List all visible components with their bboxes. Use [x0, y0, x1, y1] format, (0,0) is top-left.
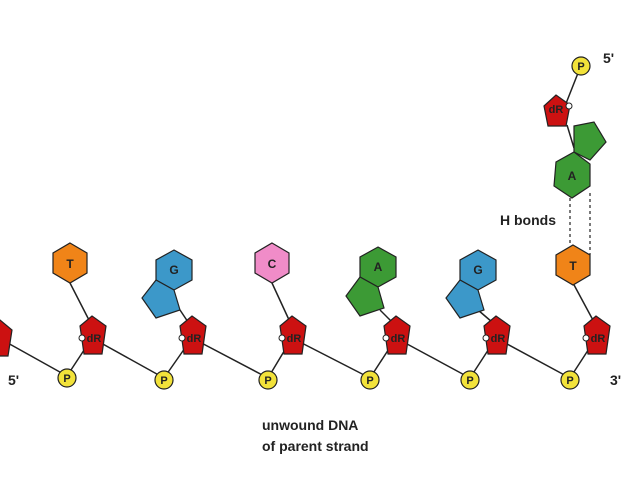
bases-group: T G C A G T — [52, 121, 607, 319]
phosphate-label: P — [366, 375, 373, 387]
deoxyribose-3: dR — [278, 315, 307, 355]
caption-line-1: unwound DNA — [262, 417, 358, 433]
base-t-2: T — [555, 244, 591, 286]
deoxyribose-new-strand: dR — [543, 94, 573, 127]
phosphate-label: P — [566, 375, 573, 387]
phosphate-4: P — [360, 370, 380, 390]
phosphate-5: P — [460, 370, 480, 390]
base-g-1: G — [141, 249, 193, 319]
h-bonds-label: H bonds — [500, 212, 556, 228]
deoxyribose-group: dR dR dR dR dR dR — [78, 94, 611, 355]
phosphate-group: P P P P P P P — [57, 56, 591, 390]
deoxyribose-label: dR — [391, 333, 406, 345]
phosphate-label: P — [63, 373, 70, 385]
base-label: G — [473, 263, 482, 277]
phosphate-label: P — [264, 375, 271, 387]
phosphate-3: P — [258, 370, 278, 390]
base-g-2: G — [445, 249, 497, 319]
phosphate-new-strand: P — [571, 56, 591, 76]
base-a-1: A — [345, 246, 397, 317]
deoxyribose-label: dR — [87, 333, 102, 345]
five-prime-bottom-label: 5' — [8, 372, 19, 388]
deoxyribose-label: dR — [287, 333, 302, 345]
phosphate-1: P — [57, 368, 77, 388]
deoxyribose-6: dR — [582, 315, 611, 355]
deoxyribose-4: dR — [382, 315, 411, 355]
phosphate-2: P — [154, 370, 174, 390]
base-label: T — [569, 259, 577, 273]
caption-line-2: of parent strand — [262, 438, 369, 454]
base-c-1: C — [254, 242, 290, 284]
three-prime-label: 3' — [610, 372, 621, 388]
deoxyribose-2: dR — [178, 315, 207, 355]
phosphate-label: P — [466, 375, 473, 387]
base-label: A — [374, 260, 383, 274]
phosphate-label: P — [577, 61, 584, 73]
base-label: A — [568, 169, 577, 183]
h-bond-lines — [569, 193, 591, 255]
deoxyribose-partial — [0, 319, 13, 357]
deoxyribose-5: dR — [482, 315, 511, 355]
base-a-new-strand: A — [553, 121, 607, 199]
base-label: T — [66, 257, 74, 271]
phosphate-label: P — [160, 375, 167, 387]
phosphate-6: P — [560, 370, 580, 390]
five-prime-top-label: 5' — [603, 50, 614, 66]
deoxyribose-label: dR — [549, 104, 564, 116]
deoxyribose-label: dR — [187, 333, 202, 345]
deoxyribose-1: dR — [78, 315, 107, 355]
base-label: G — [169, 263, 178, 277]
deoxyribose-label: dR — [591, 333, 606, 345]
deoxyribose-label: dR — [491, 333, 506, 345]
base-t-1: T — [52, 242, 88, 284]
base-label: C — [268, 257, 277, 271]
